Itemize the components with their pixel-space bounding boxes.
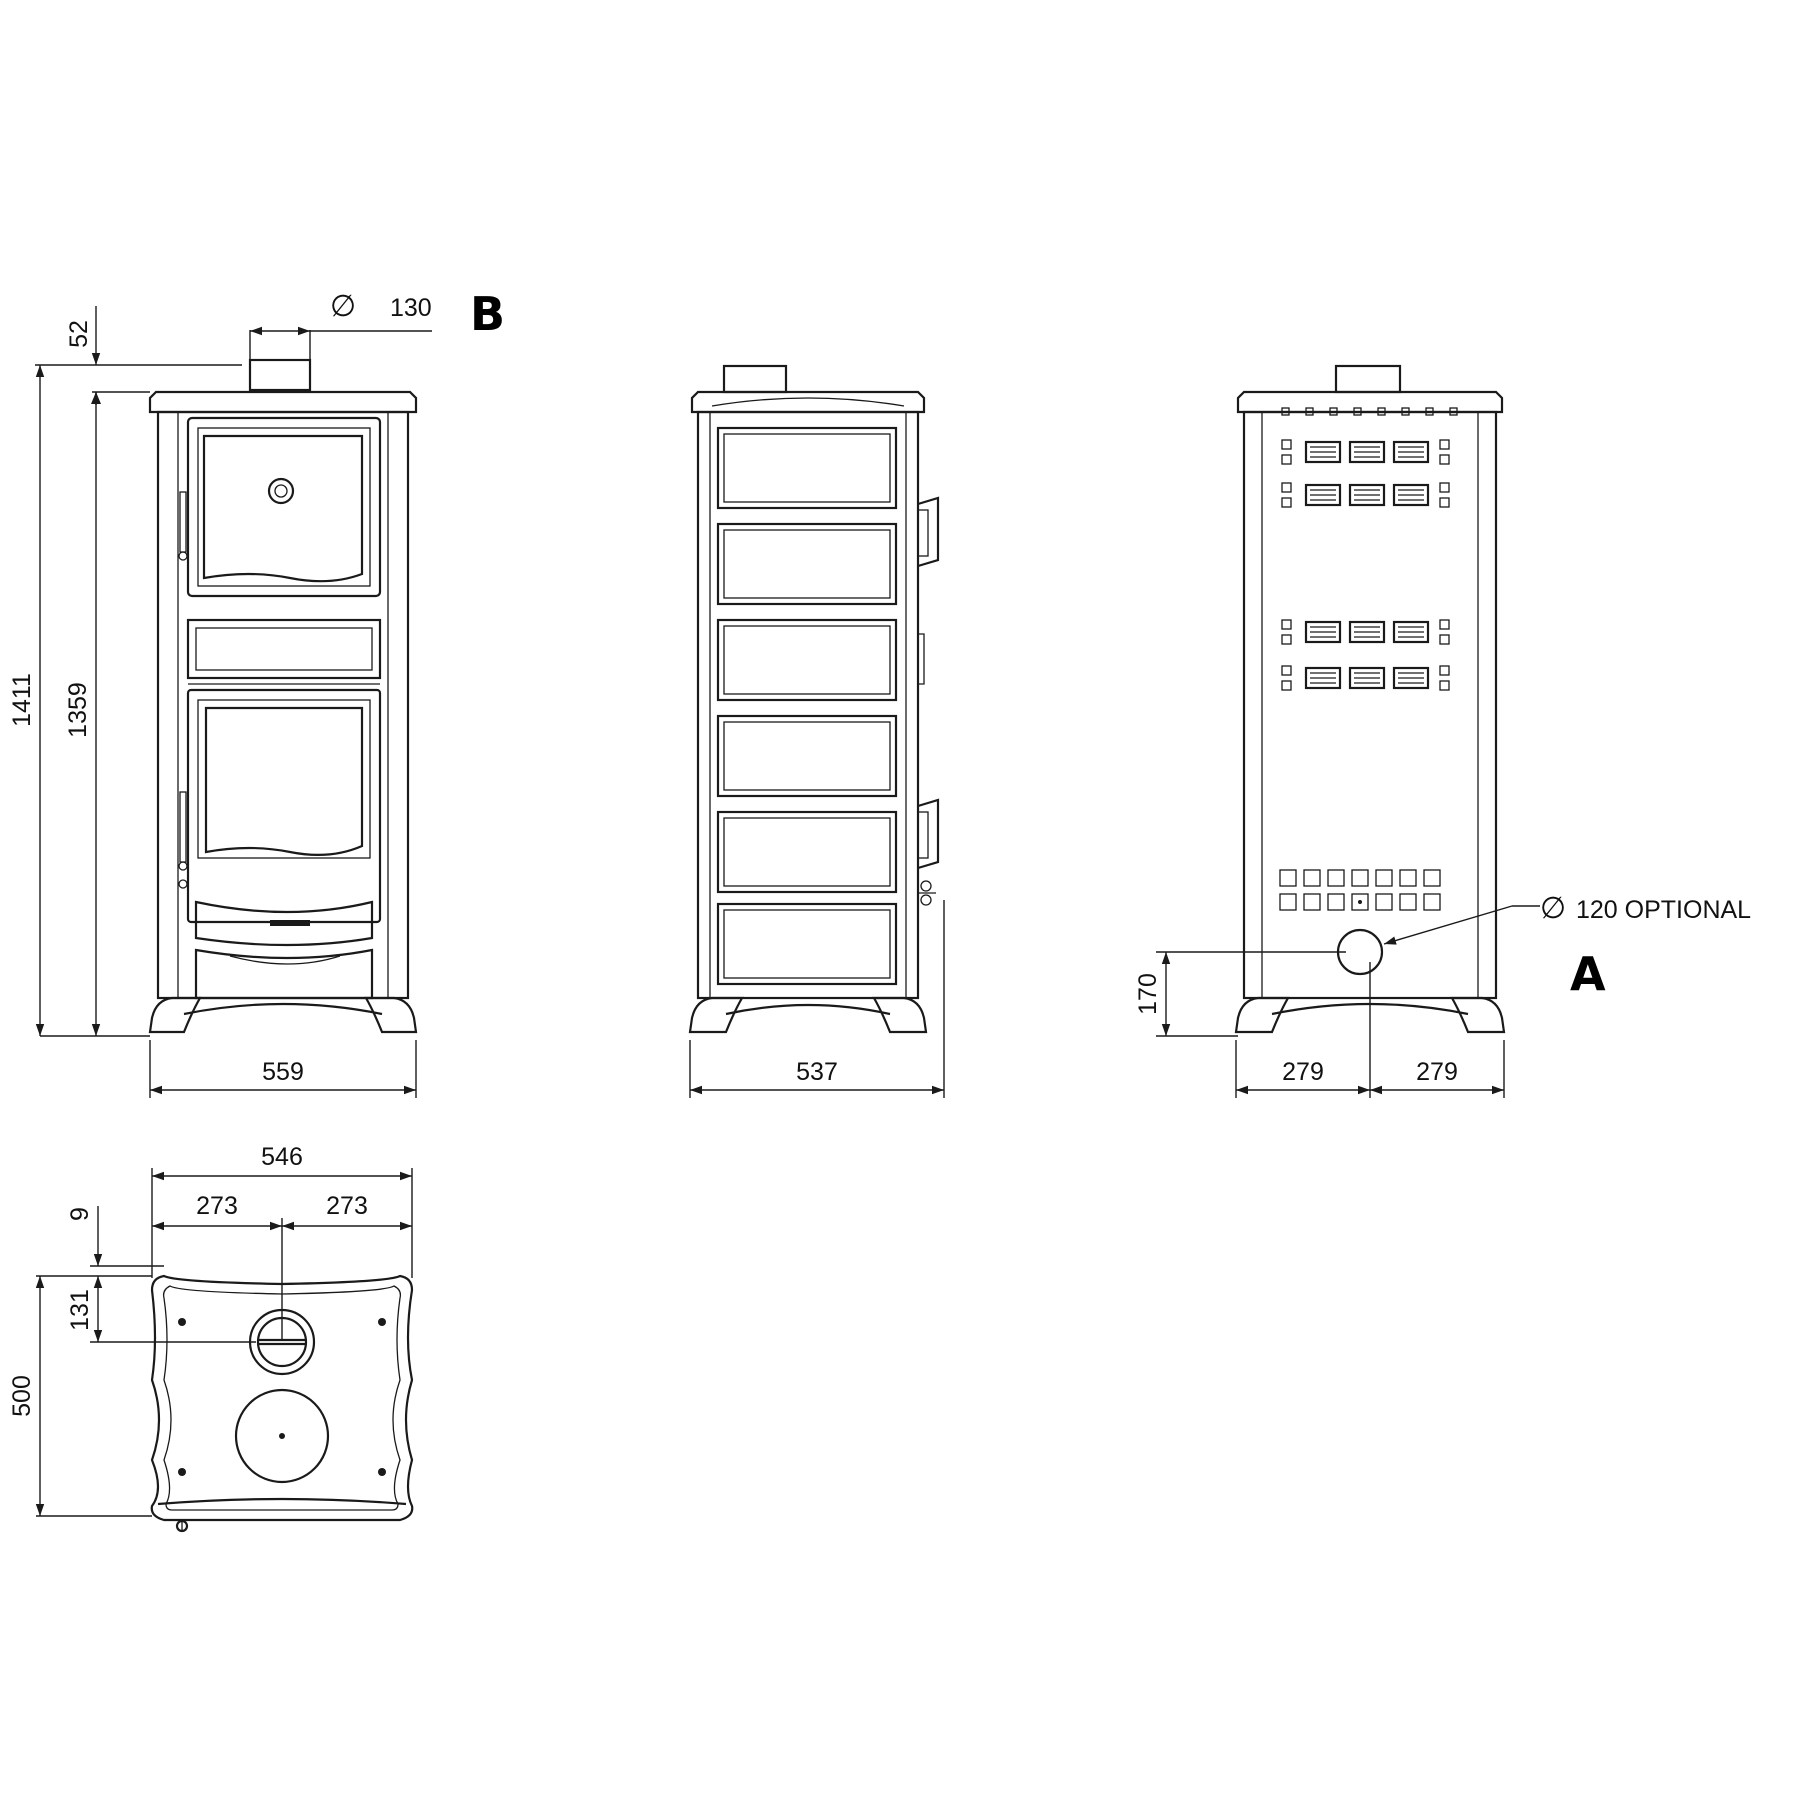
view-label-a: A [1570,947,1606,1001]
rear-outlet-height-label: 170 [1134,973,1162,1015]
rear-vent-squares [1281,407,1458,416]
side-dimensions: 537 [689,900,945,1098]
rear-right-half-label: 279 [1416,1058,1458,1086]
side-depth-label: 537 [796,1058,838,1086]
rear-bottom-grid [1279,869,1441,911]
top-offset-label: 52 [65,320,93,348]
total-height-label: 1411 [8,673,36,727]
rear-dimensions: 170 279 279 ∅ 120 OPTIONAL A [1134,891,1751,1098]
body-height-label: 1359 [64,682,92,738]
rear-louvers-upper [1281,439,1450,508]
front-dimensions: ∅ 130 B 52 1411 1359 559 [8,287,505,1098]
rear-louvers-lower [1281,619,1450,691]
cooking-plate-icon [234,1388,330,1484]
front-view [148,358,418,1034]
top-width-label: 546 [261,1143,303,1171]
side-view [688,364,940,1034]
flue-diameter-value: 130 [390,294,432,322]
top-right-half-label: 273 [326,1192,368,1220]
top-edge-offset-label: 9 [66,1207,94,1221]
optional-outlet-symbol: ∅ [1540,891,1566,926]
rear-view [1234,364,1506,1034]
top-depth-label: 500 [8,1375,36,1417]
top-left-half-label: 273 [196,1192,238,1220]
flue-diameter-symbol: ∅ [330,289,356,324]
optional-outlet-label: 120 OPTIONAL [1576,896,1751,924]
oven-thermometer-icon [267,477,295,505]
top-flue-offset-label: 131 [66,1289,94,1331]
view-label-b: B [470,287,505,341]
front-width-label: 559 [262,1058,304,1086]
top-dimensions: 546 273 273 9 131 500 [8,1143,413,1517]
rear-left-half-label: 279 [1282,1058,1324,1086]
